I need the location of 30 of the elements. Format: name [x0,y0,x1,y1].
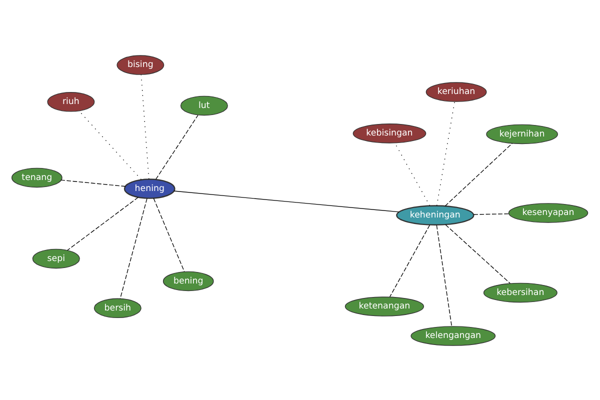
node-ellipse: kebisingan [352,123,426,143]
connector [436,224,452,326]
connector [436,100,455,206]
node-ellipse: lut [180,95,228,116]
node-ellipse: kesenyapan [508,202,588,222]
connector [140,74,150,179]
connector [390,224,430,297]
node-ellipse: kelengangan [410,326,496,346]
connector [473,212,510,214]
node-ellipse: keriuhan [426,82,487,102]
connector [67,196,138,250]
node-ellipse: sepi [32,248,80,268]
connector [60,179,126,186]
connector [174,190,400,212]
node-ellipse: bersih [94,298,142,318]
node-ellipse: bening [162,270,214,291]
node-ellipse: keheningan [396,204,474,225]
connector [156,114,198,180]
node-ellipse: riuh [47,92,95,112]
connector [78,110,142,180]
node-ellipse: ketenangan [344,296,424,316]
connector [120,198,148,298]
connector [444,142,513,206]
node-ellipse: hening [124,178,176,198]
node-ellipse: kejernihan [486,124,558,144]
node-ellipse: bising [116,54,164,74]
node-ellipse: kebersihan [483,282,558,302]
connector [445,224,510,284]
connector [153,197,185,272]
node-ellipse: tenang [12,167,62,188]
